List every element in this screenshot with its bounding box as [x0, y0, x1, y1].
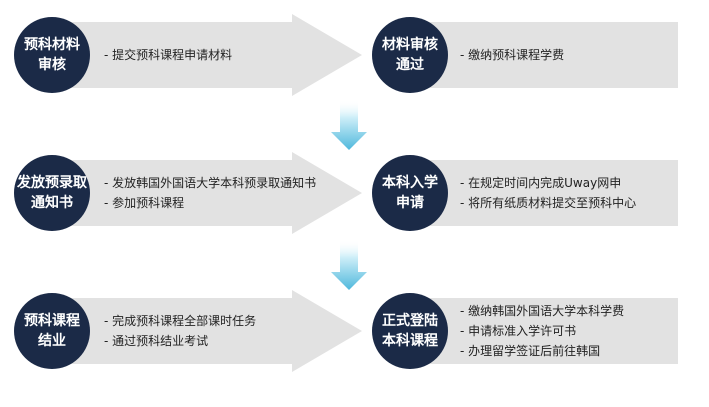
- step-1-title-line-2: 审核: [38, 57, 66, 73]
- step-4-description: - 在规定时间内完成Uway网申 - 将所有纸质材料提交至预科中心: [460, 173, 636, 213]
- step-5-title-line-1: 预科课程: [24, 313, 80, 329]
- step-6-bullet-3: - 办理留学签证后前往韩国: [460, 344, 601, 358]
- step-3-title-line-1: 发放预录取: [17, 175, 87, 191]
- step-6-bullet-1: - 缴纳韩国外国语大学本科学费: [460, 304, 625, 318]
- down-arrow-1: [331, 100, 367, 150]
- right-band-1: [410, 22, 678, 88]
- step-6-title-line-1: 正式登陆: [382, 313, 438, 329]
- step-6-description: - 缴纳韩国外国语大学本科学费 - 申请标准入学许可书 - 办理留学签证后前往韩…: [460, 301, 624, 361]
- step-2-description: - 缴纳预科课程学费: [460, 45, 564, 65]
- step-1-title-line-1: 预科材料: [24, 37, 80, 53]
- step-5-circle: 预科课程 结业: [14, 293, 90, 369]
- step-3-title-line-2: 通知书: [31, 195, 73, 211]
- step-6-circle: 正式登陆 本科课程: [372, 293, 448, 369]
- step-3-description: - 发放韩国外国语大学本科预录取通知书 - 参加预科课程: [104, 173, 316, 213]
- step-1-bullet-1: - 提交预科课程申请材料: [104, 48, 233, 62]
- step-5-bullet-2: - 通过预科结业考试: [104, 334, 209, 348]
- step-5-description: - 完成预科课程全部课时任务 - 通过预科结业考试: [104, 311, 256, 351]
- step-3-bullet-1: - 发放韩国外国语大学本科预录取通知书: [104, 176, 317, 190]
- down-arrow-2: [331, 240, 367, 290]
- step-2-bullet-1: - 缴纳预科课程学费: [460, 48, 565, 62]
- left-arrow-band-3: [52, 290, 362, 372]
- step-4-circle: 本科入学 申请: [372, 155, 448, 231]
- left-arrow-band-1: [52, 14, 362, 96]
- step-5-title-line-2: 结业: [38, 333, 66, 349]
- step-4-bullet-1: - 在规定时间内完成Uway网申: [460, 176, 622, 190]
- step-2-circle: 材料审核 通过: [372, 17, 448, 93]
- step-2-title-line-1: 材料审核: [382, 37, 438, 53]
- step-3-circle: 发放预录取 通知书: [14, 155, 90, 231]
- right-band-3: [410, 298, 678, 364]
- step-6-bullet-2: - 申请标准入学许可书: [460, 324, 577, 338]
- step-4-title-line-2: 申请: [396, 195, 424, 211]
- step-2-title-line-2: 通过: [396, 57, 424, 73]
- left-arrow-band-2: [52, 152, 362, 234]
- step-3-bullet-2: - 参加预科课程: [104, 196, 185, 210]
- right-band-2: [410, 160, 678, 226]
- step-6-title-line-2: 本科课程: [382, 333, 438, 349]
- step-1-circle: 预科材料 审核: [14, 17, 90, 93]
- step-5-bullet-1: - 完成预科课程全部课时任务: [104, 314, 257, 328]
- step-4-bullet-2: - 将所有纸质材料提交至预科中心: [460, 196, 637, 210]
- step-4-title-line-1: 本科入学: [382, 175, 438, 191]
- step-1-description: - 提交预科课程申请材料: [104, 45, 232, 65]
